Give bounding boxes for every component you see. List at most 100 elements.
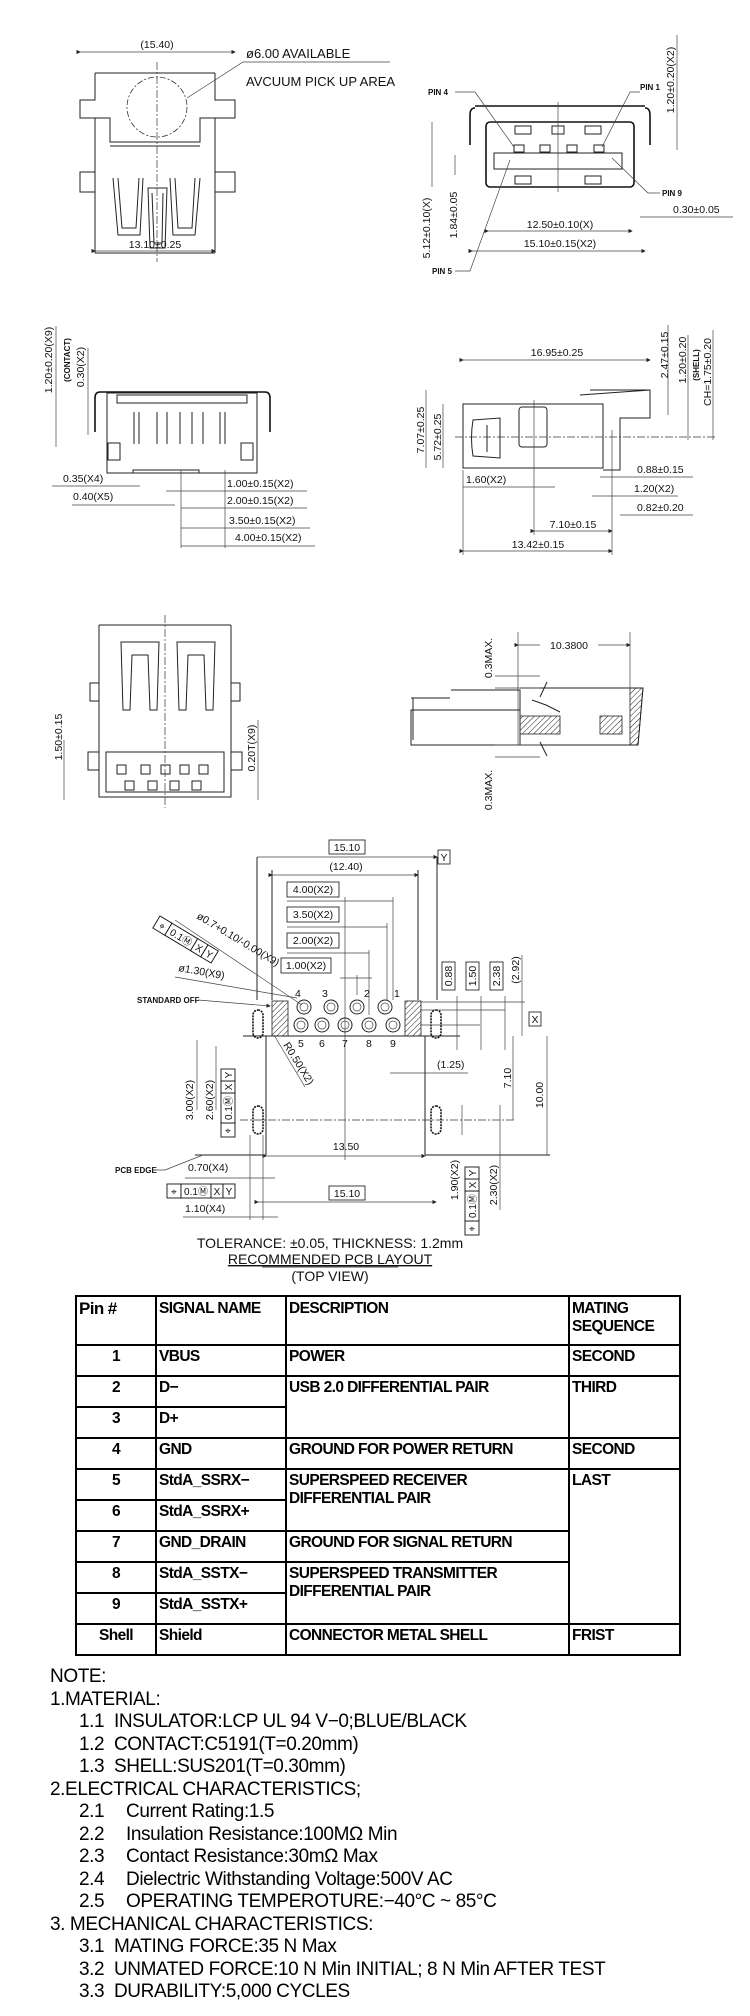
table-row: 1 VBUS POWER SECOND <box>75 1344 681 1377</box>
pin9-label: PIN 9 <box>662 189 683 198</box>
header-signal: SIGNAL NAME <box>155 1295 287 1346</box>
pcb-pitch-2: 2.00(X2) <box>293 935 333 947</box>
side-d3: 0.82±0.20 <box>637 502 684 514</box>
table-header-row: Pin # SIGNAL NAME DESCRIPTION MATING SEQ… <box>75 1295 681 1346</box>
pcb-holes <box>293 999 401 1033</box>
svg-text:Y: Y <box>226 1187 233 1198</box>
side-height-total: 7.07±0.25 <box>415 407 427 454</box>
side-view: 16.95±0.25 7.07±0.25 5.72±0.25 2.47±0.15… <box>415 325 715 555</box>
table-row: Shell Shield CONNECTOR METAL SHELL FRIST <box>75 1623 681 1656</box>
contact-pitch-4: 4.00±0.15(X2) <box>235 532 301 544</box>
contact-side-view: 1.20±0.20(X9) (CONTACT) 0.30(X2) 0.35(X4… <box>43 326 315 548</box>
pcb-span-b: 10.00 <box>534 1082 546 1108</box>
signal-cell: StdA_SSRX+ <box>155 1499 287 1532</box>
description-cell: SUPERSPEED RECEIVER DIFFERENTIAL PAIR <box>285 1468 570 1532</box>
pin-number: 3 <box>322 988 328 1000</box>
signal-cell: Shield <box>155 1623 287 1656</box>
pcb-row-1: 0.88 <box>443 966 455 987</box>
side-length: 16.95±0.25 <box>531 347 584 359</box>
contact-width-b: 0.40(X5) <box>73 491 113 503</box>
mating-cell: SECOND <box>568 1344 681 1377</box>
signal-cell: D− <box>155 1375 287 1408</box>
side-ch: CH=1.75±0.20 <box>702 338 714 406</box>
pin-number: 7 <box>342 1038 348 1050</box>
pcb-offset: (1.25) <box>437 1059 464 1071</box>
pcb-slot-w2: 1.10(X4) <box>185 1203 225 1215</box>
gdt-frame: ⌖ 0.1Ⓜ X Y <box>464 1166 480 1236</box>
pin-cell: 7 <box>75 1530 157 1563</box>
front-view: (15.40) ø6.00 AVAILABLE AVCUUM PICK UP A… <box>76 39 395 262</box>
section-view: 10.3800 0.3MAX. 0.3MAX. <box>410 632 644 810</box>
pcb-slot-h1: 1.90(X2) <box>449 1160 461 1200</box>
contact-width-a: 0.35(X4) <box>63 473 103 485</box>
pcb-row-3: 2.38 <box>491 966 503 987</box>
pcb-pad-dia: ø1.30(X9) <box>177 962 225 982</box>
rear-port-height: 5.12±0.10(X) <box>421 198 433 259</box>
pin-number: 2 <box>364 988 370 1000</box>
note-item: 1.2 CONTACT:C5191(T=0.20mm) <box>79 1733 359 1755</box>
pin-cell: Shell <box>75 1623 157 1656</box>
svg-text:⌖: ⌖ <box>156 921 167 934</box>
contact-pins <box>133 412 226 444</box>
svg-text:X: X <box>193 943 205 956</box>
pcb-span-a: 7.10 <box>502 1068 514 1089</box>
pcb-slot-w1: 0.70(X4) <box>188 1162 228 1174</box>
rear-tab-height: 1.20±0.20(X2) <box>665 47 677 113</box>
signal-cell: GND <box>155 1437 287 1470</box>
pcb-view-label: (TOP VIEW) <box>291 1268 368 1284</box>
table-row: 8 StdA_SSTX− SUPERSPEED TRANSMITTER DIFF… <box>75 1561 680 1625</box>
svg-text:X: X <box>224 1083 235 1090</box>
section-max-bottom: 0.3MAX. <box>483 770 495 810</box>
contact-pitch-2: 2.00±0.15(X2) <box>227 495 293 507</box>
table-row: 4 GND GROUND FOR POWER RETURN SECOND <box>75 1437 681 1470</box>
pcb-standoff-label: STANDARD OFF <box>137 996 200 1005</box>
pcb-datum-x: X <box>531 1014 538 1026</box>
side-above-board: 2.47±0.15 <box>659 332 671 379</box>
bottom-tail: 0.20T(X9) <box>246 725 258 772</box>
pcb-inner-width: 13.50 <box>333 1141 359 1153</box>
rear-outer-width: 15.10±0.15(X2) <box>524 238 596 250</box>
gdt-frame: ⌖ 0.1Ⓜ X Y <box>220 1068 236 1138</box>
gdt-frame: ⌖ 0.1Ⓜ X Y <box>166 1183 236 1199</box>
pcb-outer-width-top: 15.10 <box>334 842 360 854</box>
front-bottom-width: 13.10±0.25 <box>129 239 182 251</box>
pin-number: 1 <box>394 988 400 1000</box>
pin-number: 9 <box>390 1038 396 1050</box>
pcb-edge-label: PCB EDGE <box>115 1166 157 1175</box>
table-row: 2 D− USB 2.0 DIFFERENTIAL PAIR THIRD <box>75 1375 681 1439</box>
signal-cell: StdA_SSTX+ <box>155 1592 287 1625</box>
contact-note: (CONTACT) <box>63 338 72 382</box>
front-overall-width: (15.40) <box>140 39 173 51</box>
bottom-pin-pads <box>116 764 209 791</box>
pin-number: 8 <box>366 1038 372 1050</box>
side-d1: 0.88±0.15 <box>637 464 684 476</box>
svg-text:⌖: ⌖ <box>171 1187 177 1198</box>
contact-offset: 0.30(X2) <box>75 347 87 387</box>
pcb-outer-width-bottom: 15.10 <box>334 1188 360 1200</box>
contact-height: 1.20±0.20(X9) <box>43 327 55 393</box>
bottom-view: 1.50±0.15 0.20T(X9) <box>53 615 259 808</box>
notes-heading: 2.ELECTRICAL CHARACTERISTICS; <box>50 1778 361 1800</box>
side-height-body: 5.72±0.25 <box>432 414 444 461</box>
mating-cell: LAST <box>568 1468 681 1625</box>
description-cell: SUPERSPEED TRANSMITTER DIFFERENTIAL PAIR <box>285 1561 570 1625</box>
note-item: 3.1 MATING FORCE:35 N Max <box>79 1936 337 1957</box>
header-mating: MATING SEQUENCE <box>568 1295 681 1346</box>
description-cell: CONNECTOR METAL SHELL <box>285 1623 570 1656</box>
svg-text:0.1Ⓜ: 0.1Ⓜ <box>467 1194 479 1218</box>
rear-inner-width: 12.50±0.10(X) <box>527 219 593 231</box>
pin-cell: 9 <box>75 1592 157 1625</box>
table-row: 3 D+ <box>75 1406 680 1439</box>
table-row: 9 StdA_SSTX+ <box>75 1592 680 1625</box>
pcb-ref-width: (12.40) <box>329 861 362 873</box>
side-d4: 7.10±0.15 <box>550 519 597 531</box>
rear-view: PIN 4 PIN 1 PIN 9 PIN 5 1.20±0.20(X2) 0.… <box>421 35 733 276</box>
description-cell: POWER <box>285 1344 570 1377</box>
description-cell: GROUND FOR POWER RETURN <box>285 1437 570 1470</box>
pin-number: 4 <box>295 988 301 1000</box>
pin-assignment-table: Pin # SIGNAL NAME DESCRIPTION MATING SEQ… <box>75 1295 681 1656</box>
table-row: 6 StdA_SSRX+ <box>75 1499 680 1532</box>
note-item: 3.3 DURABILITY:5,000 CYCLES <box>79 1981 350 2002</box>
